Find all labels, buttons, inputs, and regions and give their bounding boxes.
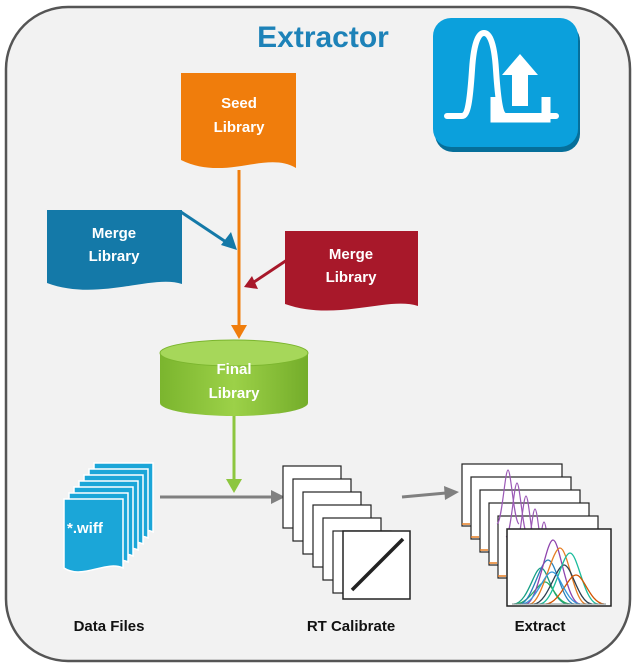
merge-library-right-node: Merge Library bbox=[285, 231, 418, 311]
data-files-stack: *.wiff bbox=[63, 462, 154, 573]
seed-library-label-2: Library bbox=[214, 119, 266, 136]
merge-library-left-label-2: Library bbox=[89, 248, 141, 265]
extract-stack bbox=[461, 463, 612, 607]
merge-library-right-label-1: Merge bbox=[329, 246, 373, 263]
merge-library-left-label-1: Merge bbox=[92, 225, 136, 242]
rt-calibrate-stack bbox=[282, 465, 411, 600]
connectors bbox=[160, 170, 459, 504]
merge-library-left-node: Merge Library bbox=[47, 210, 182, 290]
final-library-label-1: Final bbox=[216, 361, 251, 378]
wiff-label: *.wiff bbox=[67, 520, 104, 537]
merge-library-right-label-2: Library bbox=[326, 269, 378, 286]
caption-data-files: Data Files bbox=[74, 618, 145, 635]
caption-extract: Extract bbox=[515, 618, 566, 635]
final-library-label-2: Library bbox=[209, 385, 261, 402]
final-library-node: Final Library bbox=[159, 339, 309, 416]
panel-title: Extractor bbox=[257, 21, 389, 54]
seed-library-label-1: Seed bbox=[221, 95, 257, 112]
caption-rt-calibrate: RT Calibrate bbox=[307, 618, 395, 635]
extractor-upload-icon bbox=[433, 18, 580, 152]
seed-library-node: Seed Library bbox=[181, 73, 296, 169]
